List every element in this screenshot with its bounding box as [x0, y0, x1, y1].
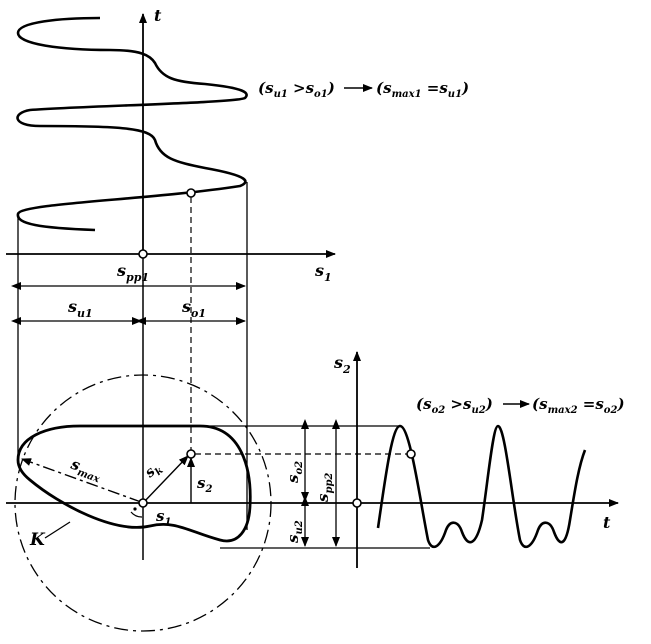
origin-marker-bottom — [138, 498, 148, 508]
orbit-k-label: K — [29, 530, 46, 550]
angle-mark — [130, 511, 143, 518]
su2-label: su2 — [284, 520, 305, 543]
orbit-k-leader — [44, 521, 71, 539]
t-axis-right-label: t — [603, 513, 611, 532]
s2-axis-label: s2 — [333, 353, 351, 376]
relation-top: (su1 >so1) — [258, 79, 335, 100]
so2-label: so2 — [284, 461, 305, 483]
origin-marker-right — [352, 498, 362, 508]
s2-component-label: s2 — [197, 474, 212, 495]
sk-label: sk — [142, 459, 166, 483]
so1-label: so1 — [181, 297, 206, 320]
sk-vector — [142, 455, 189, 504]
orbit-point-marker — [186, 449, 196, 459]
smax-label: smax — [68, 455, 106, 486]
angle-dot — [133, 507, 137, 511]
s1-component-label: s1 — [156, 507, 171, 528]
su1-label: su1 — [67, 297, 93, 320]
trace-marker-right — [406, 449, 416, 459]
origin-marker-top — [138, 249, 148, 259]
spp1-label: spp1 — [116, 261, 149, 284]
t-axis-label: t — [154, 6, 162, 25]
relation-top-rhs: (smax1 =su1) — [376, 79, 469, 100]
s1-time-trace — [16, 16, 248, 232]
relation-right-rhs: (smax2 =so2) — [532, 395, 625, 416]
orbit-k — [16, 424, 252, 543]
spp2-label: spp2 — [314, 473, 335, 502]
s1-axis-label: s1 — [314, 261, 332, 284]
relation-right: (so2 >su2) — [416, 395, 493, 416]
trace-marker-top — [186, 188, 196, 198]
smax-vector — [21, 458, 142, 503]
s2-time-trace — [376, 424, 587, 549]
